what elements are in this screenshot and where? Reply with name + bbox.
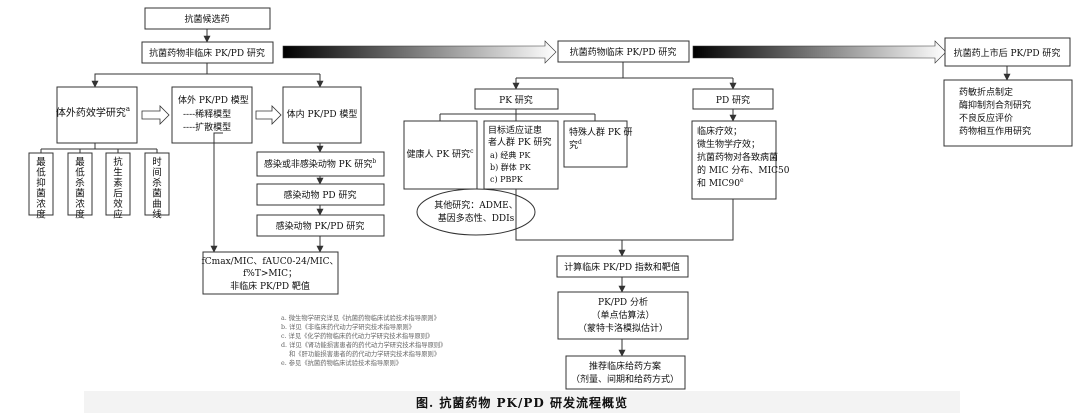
targets-line-1: fCmax/MIC、fAUC0-24/MIC、 <box>201 257 338 267</box>
invitro-model-title: 体外 PK/PD 模型 <box>178 94 249 106</box>
recommend-line-1: 推荐临床给药方案 <box>589 360 661 372</box>
footnote-c: c. 详见《化学药物临床药代动力学研究技术指导原则》 <box>281 331 433 340</box>
other-studies-ellipse <box>416 188 536 236</box>
pae-box <box>105 152 131 216</box>
gradient-arrow-clinical-postmarket <box>692 40 947 64</box>
post-item-3: 不良反应评价 <box>959 112 1013 124</box>
time-kill-vertical-label: 时间杀菌曲线 <box>152 156 162 221</box>
targets-line-2: f%T>MIC； <box>243 269 297 279</box>
footnote-d: d. 详见《肾功能损害患者的药代动力学研究技术指导原则》 <box>281 340 446 349</box>
infection-pk-label: 感染或非感染动物 PK 研究b <box>264 158 377 170</box>
clinical-label: 抗菌药物临床 PK/PD 研究 <box>570 46 677 58</box>
hollow-arrow-2 <box>255 105 282 125</box>
target-pop-pk-box <box>483 120 559 190</box>
pae-vertical-label: 抗生素后效应 <box>113 156 123 221</box>
calc-label: 计算临床 PK/PD 指数和靶值 <box>564 261 680 273</box>
mic-box <box>28 152 54 216</box>
time-kill-box <box>144 152 170 216</box>
invitro-pd-label: 体外药效学研究a <box>56 105 130 119</box>
post-item-4: 药物相互作用研究 <box>959 125 1031 137</box>
animal-pd-label: 感染动物 PD 研究 <box>284 189 357 201</box>
invitro-model-box <box>171 86 253 144</box>
animal-pkpd-label: 感染动物 PK/PD 研究 <box>276 220 365 232</box>
pd-detail-3: 抗菌药物对各致病菌 <box>697 151 778 163</box>
recommend-box <box>565 355 686 390</box>
pk-study-label: PK 研究 <box>499 94 533 106</box>
target-pop-item-2: b) 群体 PK <box>490 162 532 172</box>
pd-detail-5: 和 MIC90e <box>697 177 744 189</box>
healthy-pk-label: 健康人 PK 研究c <box>407 148 475 160</box>
post-item-1: 药敏折点制定 <box>959 86 1013 98</box>
target-pop-item-3: c) PBPK <box>490 175 524 184</box>
other-line-2: 基因多态性、DDIs <box>438 212 515 224</box>
footnote-d-cont: 和《肝功能损害患者的药代动力学研究技术指导原则》 <box>289 349 440 358</box>
recommend-line-2: （剂量、间期和给药方式） <box>571 373 679 385</box>
connector-pk-calc <box>515 189 622 241</box>
analysis-box <box>557 291 689 340</box>
mic-vertical-label: 最低抑菌浓度 <box>36 157 46 221</box>
postmarket-label: 抗菌药上市后 PK/PD 研究 <box>954 47 1061 59</box>
healthy-pk-box <box>403 120 478 190</box>
invitro-model-diffusion: ----扩散模型 <box>183 121 231 133</box>
nonclinical-label: 抗菌药物非临床 PK/PD 研究 <box>149 47 265 59</box>
footnote-b: b. 详见《非临床药代动力学研究技术指导原则》 <box>281 322 415 331</box>
special-pk-line-2: 究d <box>569 139 582 151</box>
analysis-line-2: （单点估算法） <box>591 309 654 321</box>
invitro-model-dilution: ----稀释模型 <box>183 108 231 120</box>
hollow-arrow-1 <box>141 105 170 125</box>
connector-nonclinical-invitro-pd <box>91 63 208 88</box>
special-pk-box <box>563 120 628 168</box>
arrow-invitro-model-targets <box>210 132 223 253</box>
mbc-vertical-label: 最低杀菌浓度 <box>75 157 85 221</box>
other-line-1: 其他研究：ADME、 <box>434 199 518 211</box>
footnote-e: e. 参见《抗菌药物临床试验技术指导原则》 <box>281 358 402 367</box>
invivo-model-label: 体内 PK/PD 模型 <box>287 108 358 120</box>
targets-line-3: 非临床 PK/PD 靶值 <box>230 280 310 292</box>
footnote-a: a. 微生物学研究详见《抗菌药物临床试验技术指导原则》 <box>281 313 440 322</box>
candidate-label: 抗菌候选药 <box>184 13 229 25</box>
infection-pk-box <box>256 151 385 177</box>
post-item-2: 酶抑制剂合剂研究 <box>959 99 1031 111</box>
pd-detail-box <box>691 120 777 200</box>
target-pop-item-1: a) 经典 PK <box>490 150 531 160</box>
target-pop-line-1: 目标适应证患 <box>488 124 542 136</box>
connector-pd-calc <box>622 199 734 241</box>
targets-box <box>202 251 339 295</box>
target-pop-line-2: 者人群 PK 研究 <box>488 136 552 148</box>
pd-detail-4: 的 MIC 分布、MIC50 <box>697 164 790 176</box>
special-pk-line-1: 特殊人群 PK 研 <box>569 126 633 138</box>
pd-study-label: PD 研究 <box>716 94 750 106</box>
figure-caption: 图. 抗菌药物 PK/PD 研发流程概览 <box>416 395 628 410</box>
mbc-box <box>67 152 93 216</box>
post-items-box <box>943 79 1073 147</box>
invitro-pd-box <box>56 86 138 144</box>
analysis-line-3: （蒙特卡洛模拟估计） <box>578 322 668 334</box>
pd-detail-1: 临床疗效； <box>697 125 742 137</box>
invivo-model-box <box>282 86 362 144</box>
postmarket-box <box>944 37 1071 67</box>
analysis-line-1: PK/PD 分析 <box>598 296 648 308</box>
caption-bar <box>84 391 960 413</box>
pd-detail-2: 微生物学疗效； <box>697 138 760 150</box>
gradient-arrow-nonclinical-clinical <box>282 40 557 64</box>
